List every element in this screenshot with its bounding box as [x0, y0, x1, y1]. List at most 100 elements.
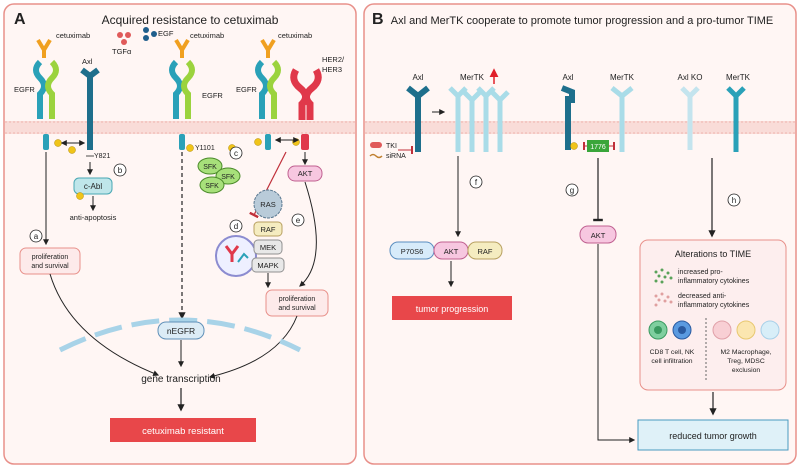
- site-1776-label: 1776: [590, 144, 606, 151]
- label-f: f: [475, 178, 478, 187]
- her-label-1: HER2/: [322, 55, 345, 64]
- akt-node-b2: [579, 225, 617, 244]
- arrow: [597, 244, 636, 443]
- label-d: d: [234, 222, 238, 231]
- arrow: [299, 181, 317, 287]
- increased-line-2: inflammatory cytokines: [678, 278, 750, 285]
- panel-b: B Axl and MerTK cooperate to promote tum…: [363, 3, 797, 465]
- c-abl-label: c-Abl: [84, 182, 102, 191]
- label-d-circle: [229, 219, 243, 233]
- c-abl-node: [73, 177, 113, 195]
- label-g: g: [570, 186, 574, 195]
- mdsc-icon: [760, 320, 780, 340]
- prolif-e-line-2: and survival: [278, 305, 316, 312]
- treg-icon: [736, 320, 756, 340]
- label-c-circle: [229, 146, 243, 160]
- label-b-circle: [113, 163, 127, 177]
- sirna-label: siRNA: [386, 153, 406, 160]
- phospho-icon: [68, 146, 76, 154]
- label-e: e: [296, 216, 301, 225]
- ras-node: [253, 189, 283, 219]
- mertk-label-b3: MerTK: [726, 73, 751, 82]
- pro-inflammatory-cytokines-icon: [654, 268, 673, 284]
- cetuximab-label-2: cetuximab: [190, 31, 224, 40]
- panel-a: A Acquired resistance to cetuximab cetux…: [3, 3, 357, 465]
- negfr-node: [157, 321, 205, 340]
- akt-label-b2: AKT: [591, 231, 606, 240]
- tgfa-ligand-icon: [117, 32, 131, 45]
- decreased-line-2: inflammatory cytokines: [678, 302, 750, 309]
- label-a: a: [34, 232, 39, 241]
- egf-ligand-icon: [143, 27, 157, 41]
- akt-node-a: [287, 165, 323, 182]
- label-e-circle: [291, 213, 305, 227]
- mertk-receptor-cluster: [448, 86, 510, 152]
- egfr-label-2: EGFR: [202, 91, 223, 100]
- phospho-icon: [186, 144, 194, 152]
- sfk-cluster: [197, 157, 241, 194]
- proliferation-box-e: [265, 289, 329, 317]
- panel-b-title: Axl and MerTK cooperate to promote tumor…: [391, 15, 774, 27]
- cetuximab-antibody-icon: [260, 38, 276, 58]
- proliferation-box-a: [19, 247, 81, 275]
- pill-icon: [370, 142, 382, 148]
- sfk-label-1: SFK: [203, 164, 217, 171]
- y821-label: Y821: [94, 153, 110, 160]
- panel-a-letter: A: [14, 11, 26, 28]
- mertk-label-b1: MerTK: [460, 73, 485, 82]
- time-alterations-box: [639, 239, 787, 391]
- label-g-circle: [565, 183, 579, 197]
- sfk-label-2: SFK: [221, 174, 235, 181]
- prolif-line-2: and survival: [31, 263, 69, 270]
- gene-transcription-label: gene transcription: [141, 374, 221, 385]
- phospho-icon: [570, 142, 578, 150]
- increased-line-1: increased pro-: [678, 269, 723, 276]
- cetuximab-resistant-box: [110, 418, 256, 442]
- cell-membrane-b: [365, 121, 795, 134]
- label-h: h: [732, 196, 736, 205]
- egfr-receptor-2: [169, 59, 195, 150]
- egfr-receptor-1: [33, 59, 59, 150]
- time-title: Alterations to TIME: [675, 249, 751, 259]
- egfr-label-1: EGFR: [14, 85, 35, 94]
- m2-line-3: exclusion: [732, 367, 761, 374]
- nuclear-envelope: [58, 317, 302, 353]
- cd8-line-2: cell infiltration: [651, 358, 692, 365]
- negfr-label: nEGFR: [167, 326, 195, 336]
- cetuximab-antibody-icon: [174, 38, 190, 58]
- raf-label-a: RAF: [261, 225, 276, 234]
- phospho-icon: [76, 192, 84, 200]
- axl-label-b1: Axl: [412, 73, 423, 82]
- mertk-receptor-b3: [726, 86, 746, 152]
- label-b: b: [118, 166, 123, 175]
- raf-node-a: [253, 221, 283, 237]
- mapk-node: [251, 257, 285, 273]
- panel-a-title: Acquired resistance to cetuximab: [102, 13, 279, 27]
- her2-her3-receptor: [290, 68, 322, 150]
- ras-label: RAS: [260, 200, 275, 209]
- cetuximab-antibody-icon: [36, 38, 52, 58]
- akt-label-a: AKT: [298, 169, 313, 178]
- site-1776-box: [587, 140, 609, 152]
- m2-macrophage-icon: [712, 320, 732, 340]
- anti-apoptosis-label: anti-apoptosis: [70, 213, 117, 222]
- sfk-label-3: SFK: [205, 183, 219, 190]
- label-a-circle: [29, 229, 43, 243]
- label-c: c: [234, 149, 238, 158]
- mek-node: [253, 239, 283, 255]
- panel-b-letter: B: [372, 11, 384, 28]
- prolif-e-line-1: proliferation: [279, 296, 316, 303]
- axl-ko-label: Axl KO: [678, 73, 703, 82]
- label-f-circle: [469, 175, 483, 189]
- axl-label-b2: Axl: [562, 73, 573, 82]
- tumor-progression-label: tumor progression: [416, 304, 489, 314]
- axl-label-a: Axl: [82, 57, 93, 66]
- tgfa-label: TGFα: [112, 47, 132, 56]
- phospho-icon: [254, 138, 262, 146]
- sirna-icon: [369, 153, 383, 159]
- raf-node-b: [467, 241, 503, 260]
- her-label-2: HER3: [322, 65, 342, 74]
- reduced-tumor-growth-label: reduced tumor growth: [669, 431, 757, 441]
- reduced-tumor-growth-box: [637, 419, 789, 451]
- axl-receptor-b1: [406, 85, 430, 152]
